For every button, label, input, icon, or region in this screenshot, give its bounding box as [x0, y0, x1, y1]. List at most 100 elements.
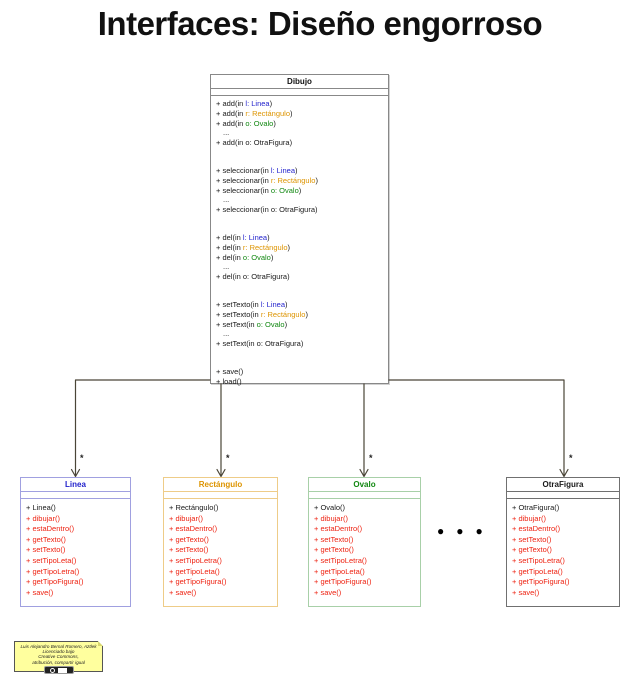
compartment-divider [211, 88, 388, 89]
method-line: + setTexto(in l: Linea) [216, 299, 288, 309]
method-line: + setTipoLeta() [26, 555, 77, 565]
method-line: + load() [216, 376, 242, 386]
method-line: + del(in r: Rectángulo) [216, 242, 291, 252]
method-line: ... [223, 128, 230, 138]
method-line: + setText(in o: OtraFigura) [216, 339, 304, 349]
method-line: + add(in l: Linea) [216, 99, 273, 108]
method-line: + del(in o: Ovalo) [216, 252, 274, 262]
method-line: + Ovalo() [314, 503, 346, 512]
method-line: + dibujar() [26, 513, 60, 523]
method-line: + estaDentro() [512, 524, 561, 534]
class-name-dibujo: Dibujo [287, 77, 312, 86]
method-line: + seleccionar(in l: Linea) [216, 165, 298, 175]
method-line: + setTipoLetra() [314, 555, 367, 565]
license-text-3: atribución, compartir igual [32, 659, 85, 665]
compartment-divider [507, 498, 619, 499]
connector-linea [74, 379, 211, 477]
cc-label-icon [58, 667, 67, 673]
license-note: Luis Alejandro Bernal Romero, Aztlek Lic… [14, 641, 103, 675]
connector-otrafigura [388, 379, 565, 477]
class-box-linea: Linea + Linea()+ dibujar()+ estaDentro()… [20, 477, 131, 607]
method-line: ... [223, 329, 230, 339]
compartment-divider [164, 491, 277, 492]
method-line: + save() [314, 587, 342, 597]
method-line: + estaDentro() [26, 524, 75, 534]
method-line: + getTipoFigura() [169, 577, 227, 587]
method-line: + dibujar() [169, 513, 203, 523]
method-line: + del(in l: Linea) [216, 232, 270, 242]
method-line: ... [223, 262, 230, 272]
method-line: + save() [26, 587, 54, 597]
method-line: + getTexto() [314, 545, 354, 555]
compartment-divider [164, 498, 277, 499]
method-line: + del(in o: OtraFigura) [216, 272, 290, 282]
main-class-methods: + add(in l: Linea)+ add(in r: Rectángulo… [211, 96, 388, 387]
arrowhead-linea [70, 468, 81, 478]
ellipsis-dots: ●●● [437, 524, 495, 538]
compartment-divider [309, 498, 420, 499]
method-line: + OtraFigura() [512, 503, 560, 512]
compartment-divider [21, 498, 130, 499]
method-line: + save() [512, 587, 540, 597]
method-line: + getTexto() [512, 545, 552, 555]
method-line: + estaDentro() [169, 524, 218, 534]
note-fold-corner [98, 641, 103, 646]
diagram-title: Interfaces: Diseño engorroso [97, 5, 543, 42]
method-line: + add(in o: OtraFigura) [216, 138, 293, 148]
class-box-ovalo: Ovalo + Ovalo()+ dibujar()+ estaDentro()… [308, 477, 421, 607]
method-line: + add(in o: Ovalo) [216, 118, 276, 128]
method-line: ... [223, 195, 230, 205]
license-text-2: Creative Commons, [38, 654, 79, 660]
method-line: + Rectángulo() [169, 503, 219, 512]
class-name-otrafigura: OtraFigura [542, 480, 584, 489]
method-line: + setTipoLetra() [512, 555, 565, 565]
method-line: + getTipoFigura() [314, 577, 372, 587]
class-box-rectangulo: Rectángulo + Rectángulo()+ dibujar()+ es… [163, 477, 278, 607]
compartment-divider [21, 491, 130, 492]
class-methods-ovalo: + Ovalo()+ dibujar()+ estaDentro()+ setT… [309, 499, 420, 598]
method-line: + getTipoLeta() [169, 566, 220, 576]
multiplicity-otrafigura: * [569, 453, 573, 463]
class-methods-linea: + Linea()+ dibujar()+ estaDentro()+ getT… [21, 499, 130, 598]
method-line: + setTexto() [26, 545, 66, 555]
compartment-divider [211, 95, 388, 96]
arrowhead-otrafigura [559, 468, 569, 478]
method-line: + getTexto() [26, 534, 66, 544]
cc-circle-icon [50, 667, 55, 673]
method-line: + save() [216, 366, 244, 376]
method-line: + setTexto() [314, 534, 354, 544]
method-line: + add(in r: Rectángulo) [216, 108, 293, 118]
class-box-dibujo: Dibujo + add(in l: Linea)+ add(in r: Rec… [210, 74, 389, 387]
compartment-divider [507, 491, 619, 492]
method-line: + getTipoLeta() [314, 566, 365, 576]
method-line: + Linea() [26, 503, 56, 512]
method-line: + seleccionar(in o: OtraFigura) [216, 205, 318, 215]
cc-by-sa-badge-icon[interactable] [43, 666, 74, 675]
license-author: Luis Alejandro Bernal Romero, Aztlek [20, 643, 97, 649]
method-line: + setTexto() [169, 545, 209, 555]
method-line: + estaDentro() [314, 524, 363, 534]
method-line: + setTexto(in r: Rectángulo) [216, 309, 308, 319]
compartment-divider [309, 491, 420, 492]
multiplicity-rectangulo: * [226, 453, 230, 463]
method-line: + seleccionar(in o: Ovalo) [216, 185, 302, 195]
method-line: + dibujar() [512, 513, 546, 523]
method-line: + setTipoLetra() [169, 555, 222, 565]
license-text-1: Licenciado bajo [42, 648, 75, 654]
multiplicity-linea: * [80, 453, 84, 463]
arrowhead-ovalo [359, 468, 369, 478]
class-name-ovalo: Ovalo [353, 480, 376, 489]
method-line: + getTipoFigura() [26, 577, 84, 587]
method-line: + dibujar() [314, 513, 348, 523]
method-line: + getTexto() [169, 534, 209, 544]
method-line: + getTipoFigura() [512, 577, 570, 587]
method-line: + seleccionar(in r: Rectángulo) [216, 175, 318, 185]
method-line: + setTexto() [512, 534, 552, 544]
arrowhead-rectangulo [216, 468, 226, 478]
class-methods-rectangulo: + Rectángulo()+ dibujar()+ estaDentro()+… [164, 499, 277, 598]
class-methods-otrafigura: + OtraFigura()+ dibujar()+ estaDentro()+… [507, 499, 619, 598]
method-line: + setText(in o: Ovalo) [216, 319, 288, 329]
class-box-otrafigura: OtraFigura + OtraFigura()+ dibujar()+ es… [506, 477, 620, 607]
class-name-linea: Linea [65, 480, 86, 489]
method-line: + getTipoLeta() [512, 566, 563, 576]
